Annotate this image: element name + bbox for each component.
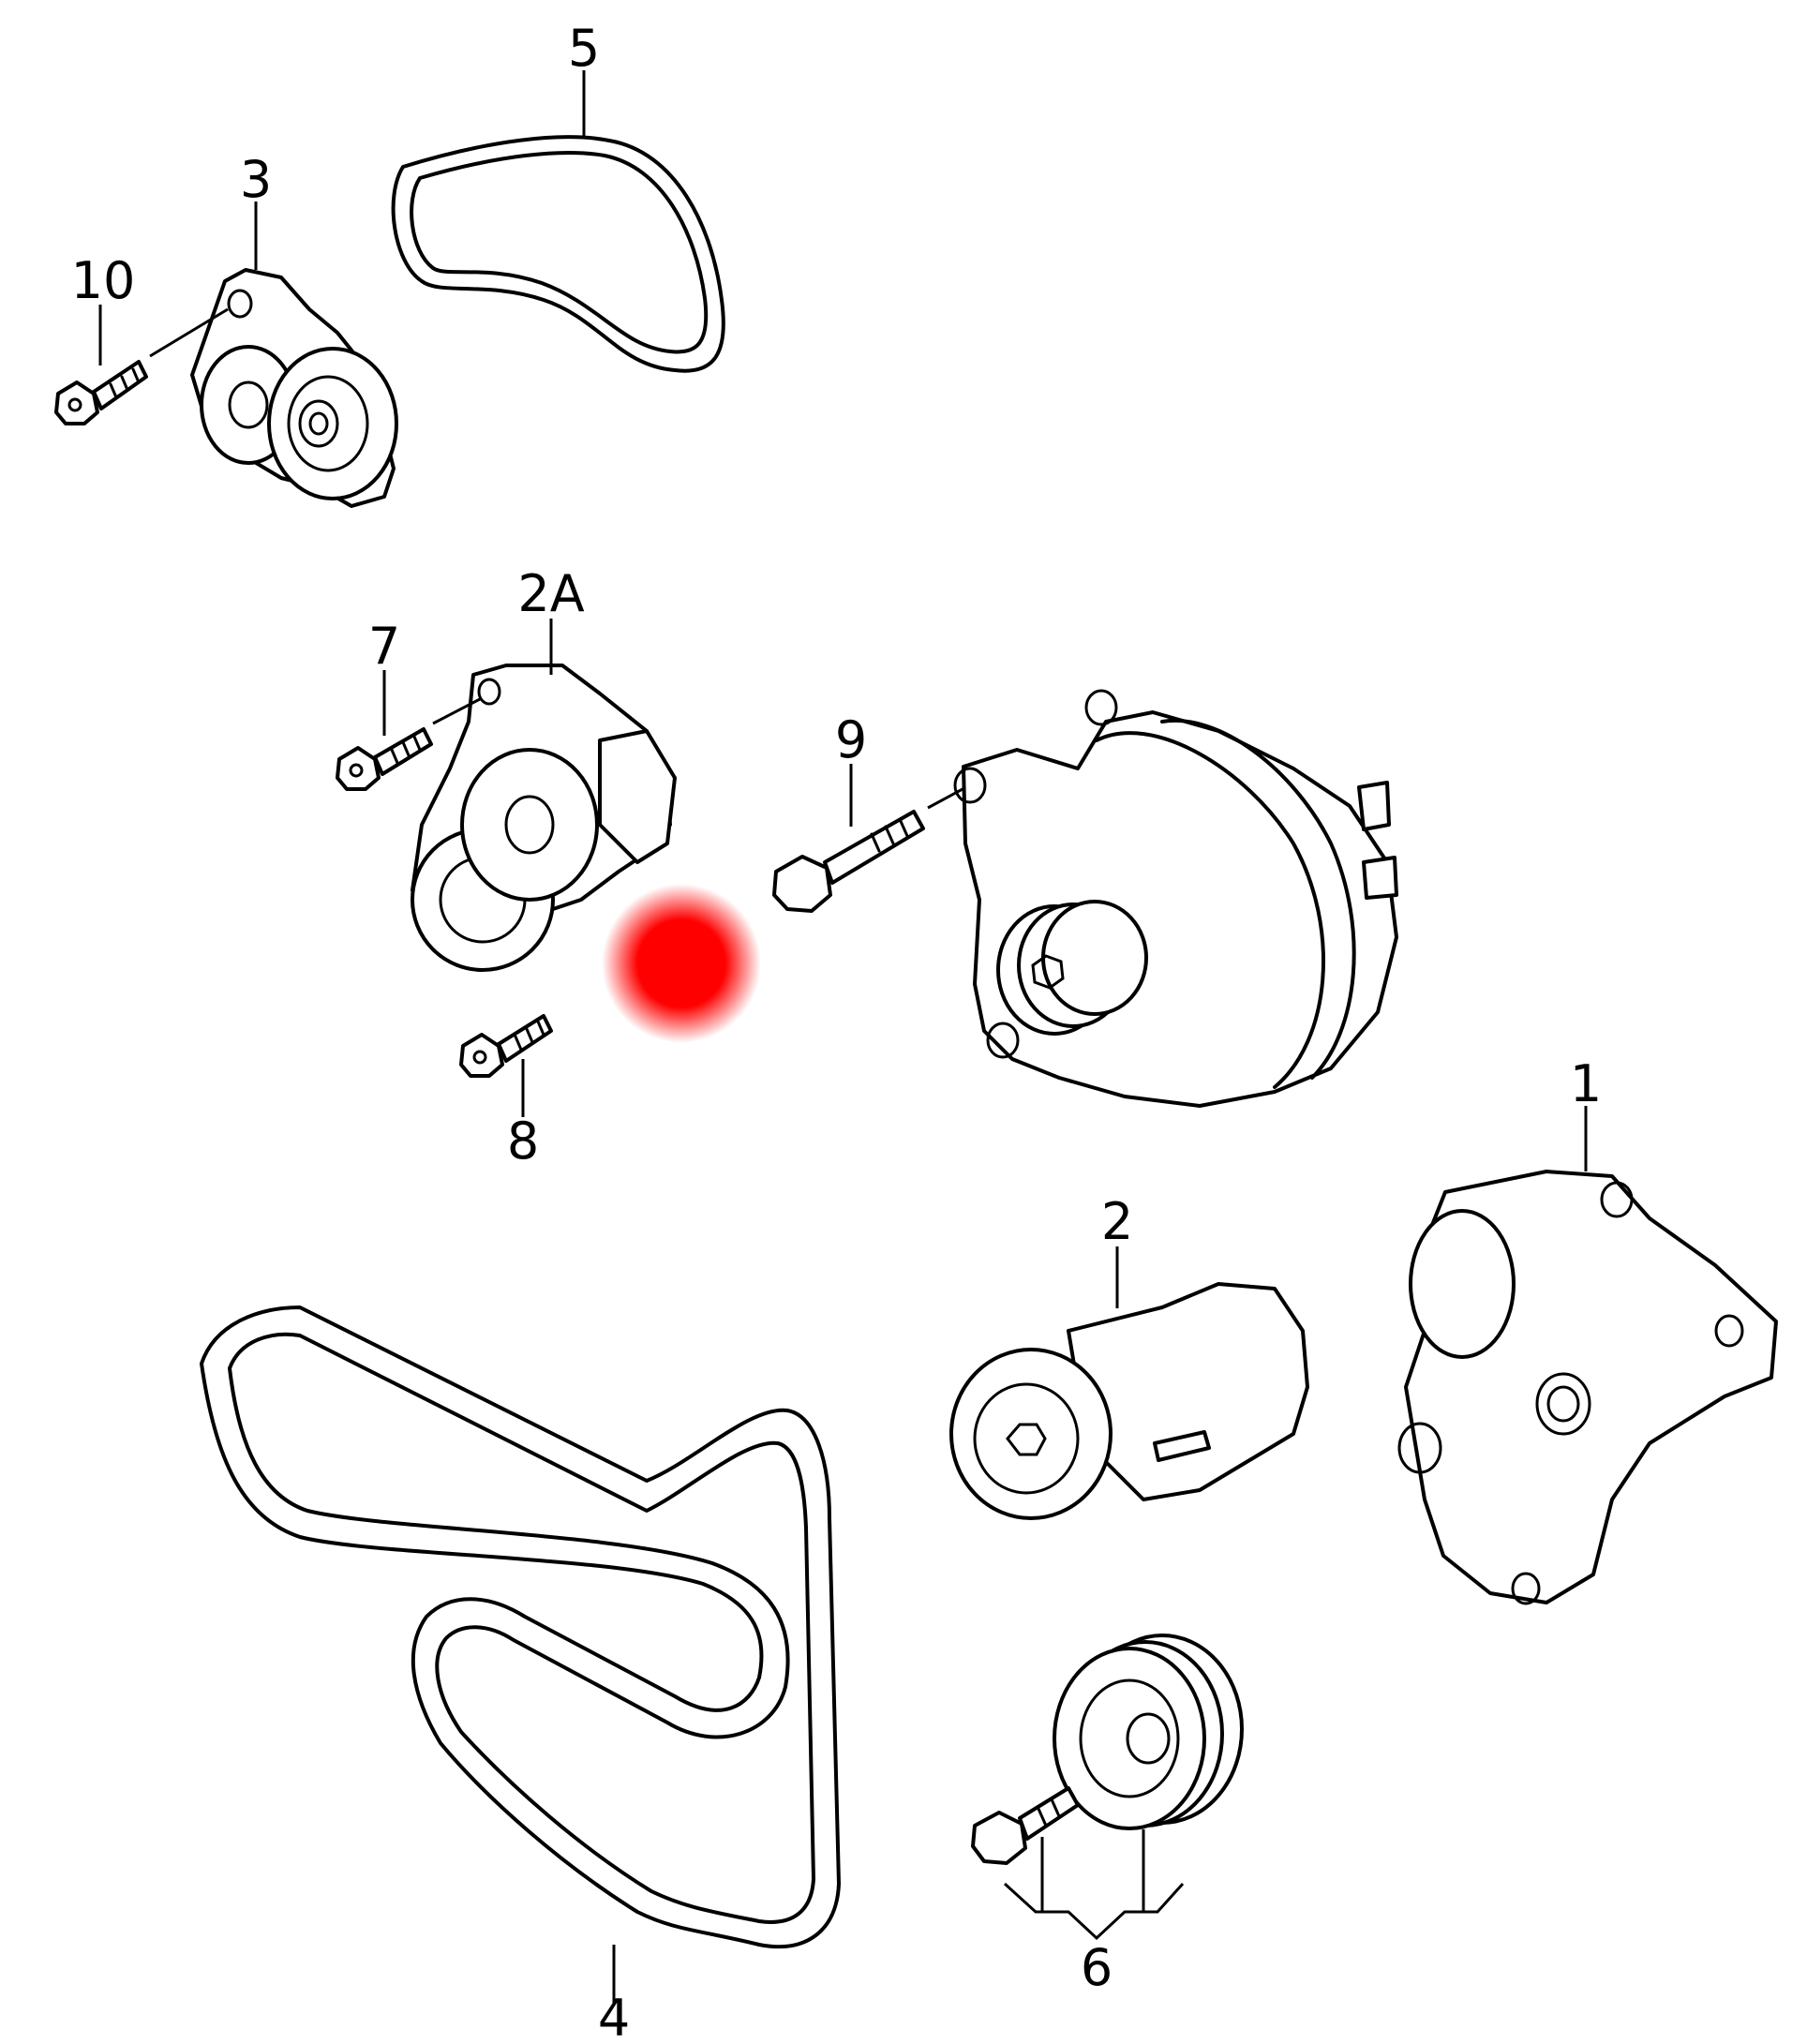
tensioner-3[interactable] <box>190 268 398 508</box>
bolt-10[interactable] <box>54 360 148 425</box>
idler-pulley-6[interactable] <box>1053 1634 1244 1830</box>
callout-5: 5 <box>568 19 600 78</box>
tensioner-2[interactable] <box>949 1282 1309 1520</box>
bolt-8[interactable] <box>459 1014 553 1078</box>
alternator[interactable] <box>953 689 1398 1108</box>
bracket-1[interactable] <box>1397 1170 1778 1605</box>
bolt-6[interactable] <box>971 1786 1080 1865</box>
leader-6 <box>1003 1882 1185 1941</box>
callout-9: 9 <box>835 710 867 769</box>
callout-1: 1 <box>1570 1054 1602 1113</box>
bolt-7[interactable] <box>336 727 433 791</box>
ribbed-belt-small[interactable] <box>391 135 725 373</box>
callout-3: 3 <box>240 150 272 209</box>
highlight-marker <box>602 884 761 1043</box>
callout-6: 6 <box>1081 1938 1113 1997</box>
leader-7-shaft <box>432 697 481 725</box>
callout-10: 10 <box>71 251 136 310</box>
callout-4: 4 <box>598 1989 630 2044</box>
bolt-9[interactable] <box>772 810 925 913</box>
leader-10-shaft <box>149 307 229 358</box>
callout-2a: 2A <box>517 564 584 623</box>
tensioner-2a[interactable] <box>411 664 677 972</box>
callout-8: 8 <box>507 1112 539 1171</box>
callout-7: 7 <box>368 617 400 676</box>
ribbed-belt-large[interactable] <box>200 1305 841 1949</box>
callout-2: 2 <box>1101 1192 1133 1251</box>
